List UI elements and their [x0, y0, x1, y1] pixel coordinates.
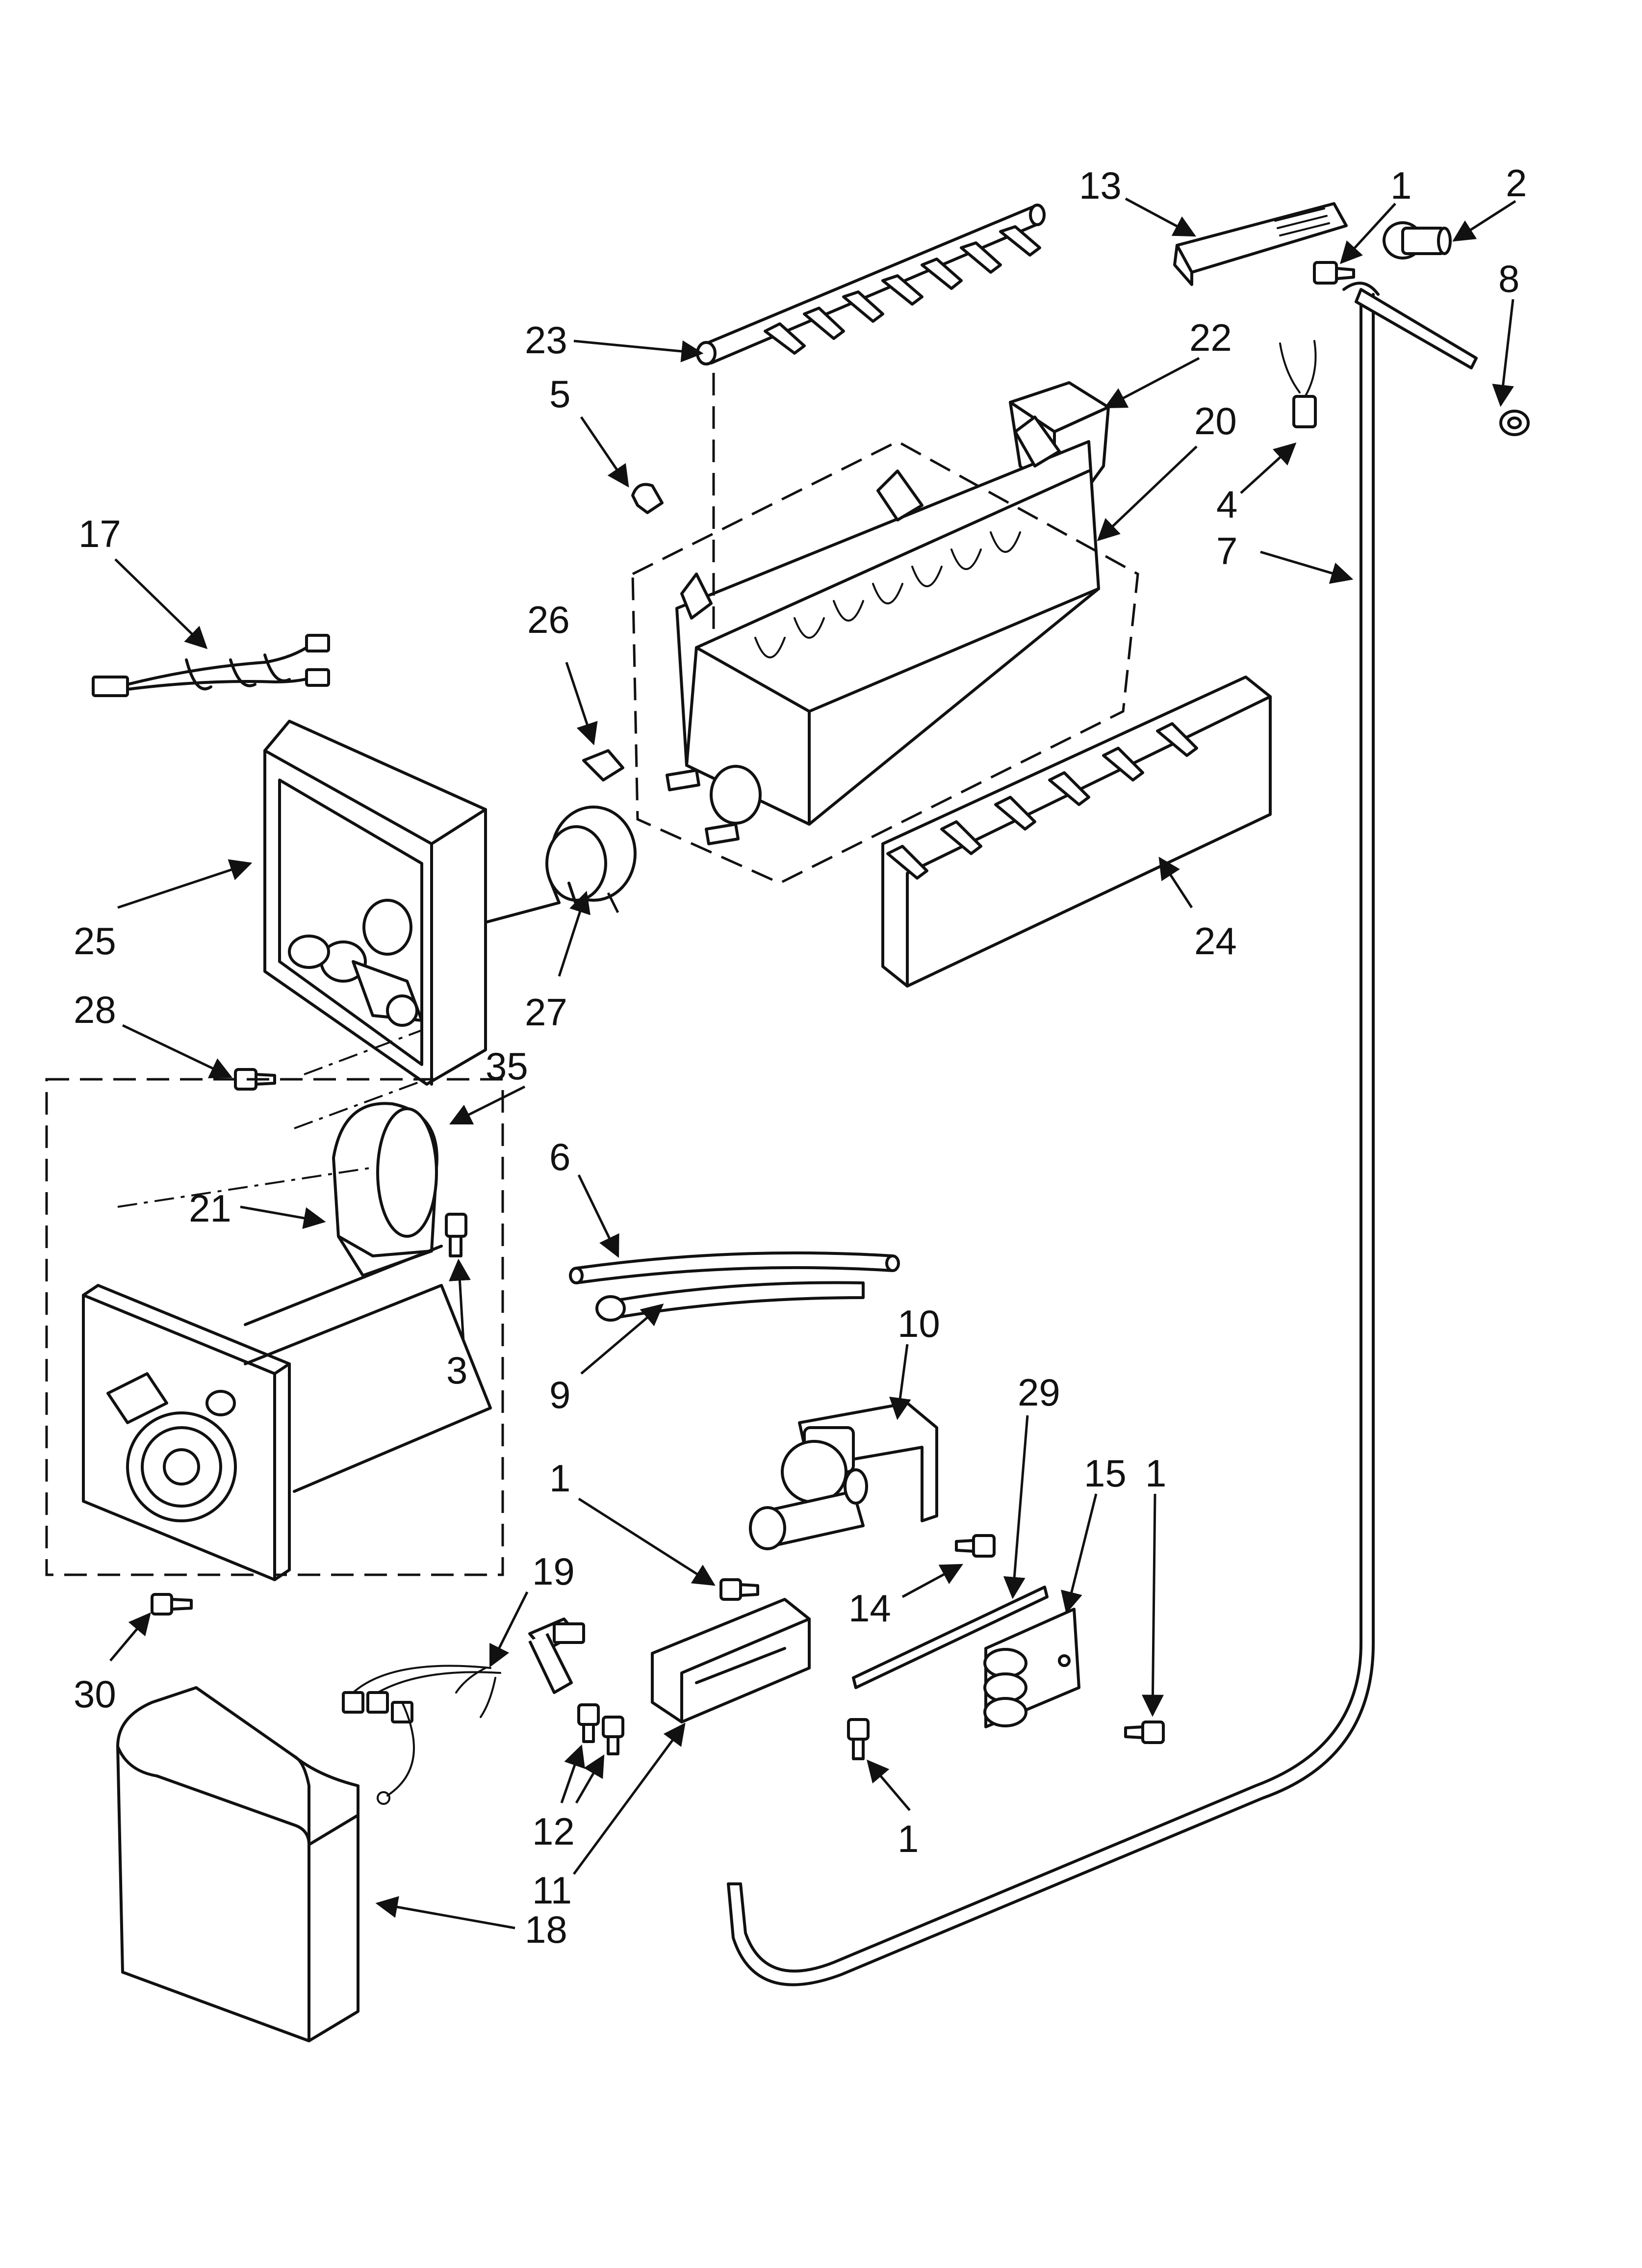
callout-1-right: 1: [1145, 1452, 1166, 1495]
callout-10: 10: [898, 1302, 940, 1345]
callout-5: 5: [549, 372, 570, 416]
motor-assembly-line: [294, 1078, 427, 1129]
callout-23: 23: [525, 318, 567, 362]
callout-30: 30: [74, 1672, 116, 1716]
callout-22: 22: [1189, 316, 1232, 359]
water-valve-part: [749, 1402, 938, 1550]
water-tube-part: [727, 293, 1375, 1986]
screw-part: [577, 1703, 600, 1743]
callout-21: 21: [189, 1187, 231, 1230]
callout-1-top: 1: [1390, 164, 1411, 207]
housing-part: [263, 720, 487, 1086]
screw-part: [1313, 261, 1355, 285]
washer-part: [1499, 410, 1530, 436]
motor-cup-part: [545, 806, 637, 907]
ejector-part: [696, 204, 1046, 365]
screw-part: [955, 1534, 996, 1558]
callout-9: 9: [549, 1373, 570, 1416]
callout-1-mid: 1: [549, 1457, 570, 1500]
motor-part: [332, 1102, 438, 1277]
callout-25: 25: [74, 919, 116, 963]
callout-35: 35: [486, 1044, 528, 1088]
housing-shaft-line: [484, 901, 561, 924]
callout-12: 12: [532, 1810, 575, 1853]
callout-20: 20: [1194, 399, 1237, 443]
callout-26: 26: [527, 598, 570, 641]
bracket-part: [983, 1608, 1080, 1728]
screw-part: [602, 1716, 624, 1755]
mold-align-line: [607, 892, 619, 913]
screw-part: [445, 1213, 467, 1257]
wire-harness-part: [92, 634, 330, 697]
gasket-strip-part: [852, 1586, 1049, 1689]
callout-3: 3: [446, 1349, 467, 1392]
callout-7: 7: [1216, 529, 1237, 573]
screw-part: [719, 1578, 759, 1601]
screw-part: [847, 1718, 870, 1760]
mold-part: [666, 416, 1100, 845]
callout-labels: 13 1 2 8 23 22 5 20 4 7 17 26 25 24 27 2…: [74, 161, 1527, 1951]
control-plate-part: [82, 1284, 492, 1581]
callout-18: 18: [525, 1908, 567, 1951]
callout-4: 4: [1216, 483, 1237, 526]
cover-plate-part: [1173, 202, 1348, 286]
callout-6: 6: [549, 1135, 570, 1178]
clip-small-part: [582, 749, 624, 782]
callout-13: 13: [1079, 164, 1122, 207]
callout-19: 19: [532, 1550, 575, 1593]
callout-1-bottom: 1: [898, 1817, 919, 1860]
callout-14: 14: [848, 1587, 891, 1630]
fill-cup-part: [1383, 221, 1452, 260]
stripper-part: [881, 676, 1272, 988]
callout-17: 17: [78, 512, 121, 555]
callout-11: 11: [532, 1869, 572, 1912]
callout-28: 28: [74, 988, 116, 1031]
callout-8: 8: [1498, 257, 1519, 300]
housing-assembly-line: [304, 1029, 422, 1075]
callout-2: 2: [1506, 161, 1527, 205]
mounting-bracket-part: [651, 1598, 811, 1723]
screw-part: [234, 1068, 276, 1091]
wiring-part: [342, 1617, 585, 1805]
leader-lines: [109, 197, 1516, 1929]
mold-assembly-outline: [631, 440, 1139, 885]
screw-part: [1124, 1721, 1165, 1744]
screw-part: [151, 1593, 193, 1616]
inlet-tube-part: [569, 1251, 900, 1284]
motor-plate-line: [244, 1245, 443, 1326]
callout-24: 24: [1194, 919, 1237, 963]
tube-part: [595, 1281, 865, 1322]
callout-29: 29: [1018, 1371, 1060, 1414]
motor-align-line: [117, 1167, 373, 1208]
thermostat-part: [1279, 340, 1317, 428]
fill-tube-part: [1342, 282, 1478, 369]
cover-part: [116, 1686, 359, 2042]
callout-15: 15: [1084, 1452, 1127, 1495]
clip-part: [631, 483, 664, 514]
callout-27: 27: [525, 991, 567, 1034]
